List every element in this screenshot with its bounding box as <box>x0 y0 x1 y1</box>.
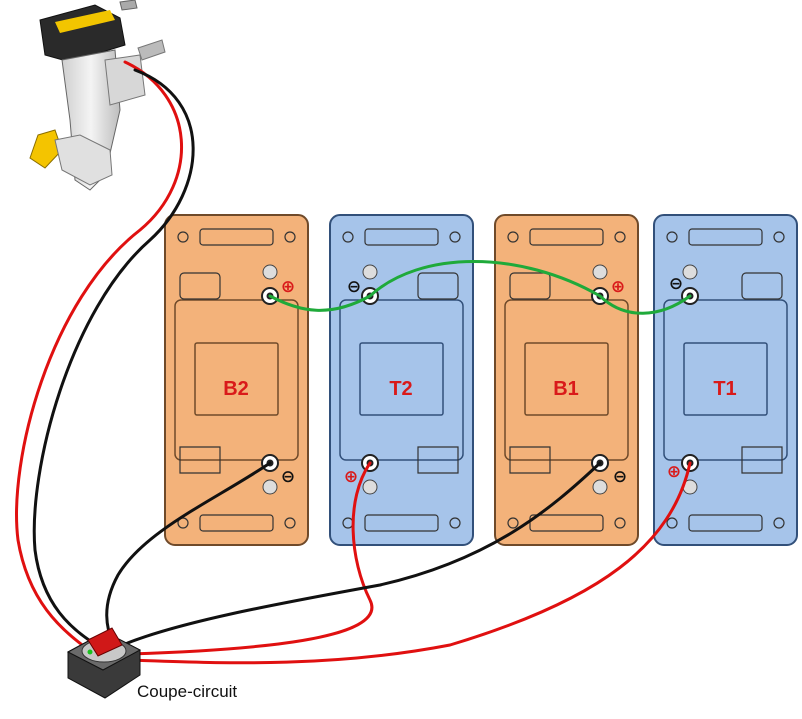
battery-b2-inner-panel <box>174 299 299 461</box>
wire-red-t2-switch <box>128 461 374 656</box>
outboard-motor-icon <box>29 0 166 191</box>
wire-red-motor-switch <box>15 60 183 654</box>
polarity-markers: ⊕ ⊖ ⊖ ⊕ ⊕ ⊖ ⊖ ⊕ <box>281 274 683 487</box>
battery-t1-label: T1 <box>713 378 736 400</box>
b2-top-polarity: ⊕ <box>281 277 295 297</box>
wire-black-motor-switch <box>32 68 195 648</box>
battery-t1-label-panel <box>683 342 768 416</box>
battery-disconnect-switch-icon <box>66 627 142 699</box>
wires <box>15 60 692 665</box>
battery-t2-label-panel <box>359 342 444 416</box>
battery-b2-label: B2 <box>223 378 249 400</box>
battery-t2: T2 <box>329 214 474 546</box>
t2-bottom-polarity: ⊕ <box>344 467 358 487</box>
t1-bottom-polarity: ⊕ <box>667 462 681 482</box>
t1-top-polarity: ⊖ <box>669 274 683 294</box>
battery-details <box>177 228 785 532</box>
wire-green-b1-t1 <box>598 294 692 315</box>
battery-b2: B2 <box>164 214 309 546</box>
battery-t2-label: T2 <box>389 378 412 400</box>
wire-green-t2-b1 <box>368 260 602 298</box>
wire-black-b2-switch <box>105 461 272 644</box>
t2-top-polarity: ⊖ <box>347 277 361 297</box>
b2-bottom-polarity: ⊖ <box>281 467 295 487</box>
battery-b1-label-panel <box>524 342 609 416</box>
b1-top-polarity: ⊕ <box>611 277 625 297</box>
b1-bottom-polarity: ⊖ <box>613 467 627 487</box>
battery-t2-inner-panel <box>339 299 464 461</box>
battery-b2-label-panel <box>194 342 279 416</box>
battery-t1-inner-panel <box>663 299 788 461</box>
wire-black-b1-switch <box>123 461 602 646</box>
battery-b1-label: B1 <box>553 378 579 400</box>
battery-b1-inner-panel <box>504 299 629 461</box>
wire-green-b2-t2 <box>268 294 372 312</box>
wire-red-t1-switch <box>126 461 692 665</box>
switch-caption: Coupe-circuit <box>137 682 237 701</box>
battery-t1: T1 <box>653 214 798 546</box>
